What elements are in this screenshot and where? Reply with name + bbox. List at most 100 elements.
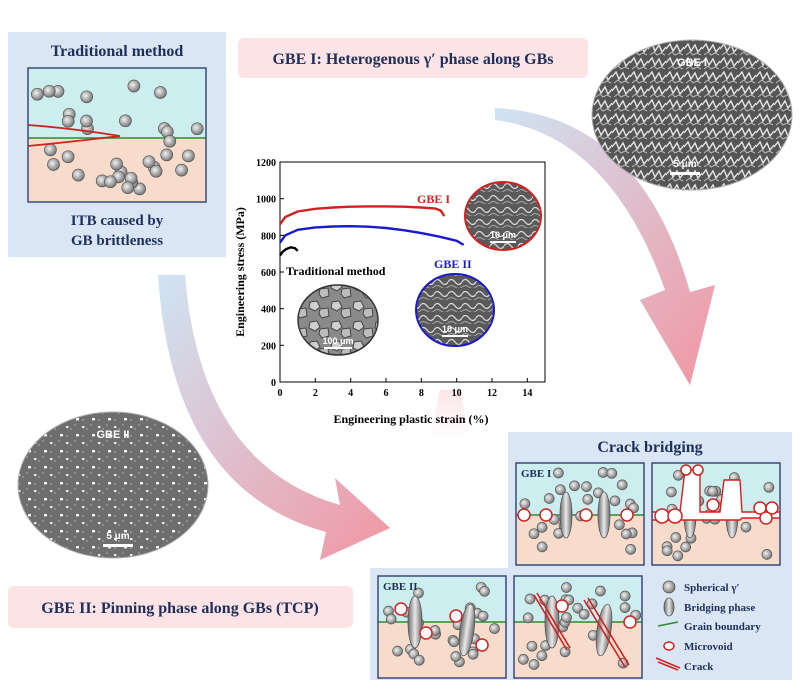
legend-spherical-icon	[662, 580, 676, 594]
microvoid	[623, 615, 637, 629]
legend-microvoid-icon	[663, 641, 675, 651]
spherical-gamma-prime	[467, 648, 479, 660]
y-tick-label: 0	[271, 378, 276, 389]
microvoid	[555, 599, 569, 613]
spherical-gamma-prime	[680, 541, 692, 553]
inset-traditional-scalebar	[324, 347, 352, 349]
spherical-gamma-prime	[163, 134, 177, 148]
spherical-gamma-prime	[625, 544, 637, 555]
sem-image-gbe1: GBE I 5 μm	[591, 39, 793, 191]
spherical-gamma-prime	[127, 79, 141, 93]
legend-bridging-label: Bridging phase	[684, 602, 755, 614]
x-tick-label: 14	[522, 388, 532, 399]
inset-gbe2-scalebar	[442, 335, 468, 337]
spherical-gamma-prime	[561, 612, 572, 623]
y-tick-label: 200	[261, 341, 276, 352]
microvoid	[759, 511, 773, 525]
sem-gbe1-scale: 5 μm	[673, 159, 696, 170]
traditional-method-box: Traditional method ITB caused by GB brit…	[8, 32, 226, 257]
spherical-gamma-prime	[536, 541, 548, 553]
series-label-traditional: Traditional method	[286, 264, 386, 278]
series-label-gbe2: GBE II	[434, 257, 472, 271]
spherical-gamma-prime	[595, 585, 606, 597]
legend-gb-label: Grain boundary	[684, 621, 761, 633]
microvoid	[620, 508, 634, 522]
spherical-gamma-prime	[154, 86, 167, 99]
spherical-gamma-prime	[61, 150, 75, 164]
spherical-gamma-prime	[661, 545, 673, 557]
spherical-gamma-prime	[609, 495, 621, 507]
spherical-gamma-prime	[142, 155, 156, 169]
spherical-gamma-prime	[110, 157, 123, 171]
spherical-gamma-prime	[581, 481, 592, 492]
series-line-0	[279, 205, 446, 226]
spherical-gamma-prime	[578, 608, 590, 620]
flow-arrow-mid-down	[430, 390, 470, 440]
x-tick-label: 10	[452, 388, 462, 399]
legend: Spherical γ′ Bridging phase Grain bounda…	[655, 580, 761, 673]
gbe2-banner-text: GBE II: Pinning phase along GBs (TCP)	[41, 600, 318, 617]
y-axis-label: Engineering stress (MPa)	[233, 207, 247, 337]
panel-gbe2-cracked	[513, 575, 643, 679]
spherical-gamma-prime	[519, 498, 531, 510]
microvoid	[517, 508, 531, 522]
spherical-gamma-prime	[71, 168, 85, 182]
spherical-gamma-prime	[479, 585, 490, 597]
traditional-title: Traditional method	[51, 43, 184, 60]
spherical-gamma-prime	[175, 163, 188, 177]
spherical-gamma-prime	[536, 522, 548, 533]
spherical-gamma-prime	[47, 158, 60, 171]
traditional-caption-1: ITB caused by	[71, 213, 164, 229]
y-tick-label: 1200	[256, 158, 276, 169]
spherical-gamma-prime	[606, 467, 618, 479]
spherical-gamma-prime	[190, 122, 204, 136]
y-tick-label: 400	[261, 305, 276, 316]
panel-gbe2-intact: GBE II	[377, 575, 507, 679]
spherical-gamma-prime	[522, 612, 534, 624]
sem-gbe1-scalebar	[670, 172, 700, 175]
spherical-gamma-prime	[620, 528, 632, 540]
microvoid	[539, 508, 553, 522]
gbe1-banner: GBE I: Heterogenous γ′ phase along GBs	[238, 38, 588, 78]
spherical-gamma-prime	[489, 623, 500, 634]
legend-crack-label: Crack	[684, 661, 714, 673]
microvoid	[680, 464, 692, 476]
series-line-2	[279, 246, 299, 257]
panel-gbe1-intact: GBE I	[515, 462, 645, 566]
spherical-gamma-prime	[80, 90, 94, 104]
microvoid	[706, 498, 720, 512]
sem-gbe1-label: GBE I	[677, 57, 707, 69]
spherical-gamma-prime	[121, 181, 135, 194]
x-tick-label: 2	[313, 388, 318, 399]
series-lines	[279, 205, 465, 257]
spherical-gamma-prime	[763, 481, 775, 493]
x-axis-label: Engineering plastic strain (%)	[334, 412, 489, 426]
microvoid	[692, 464, 704, 476]
spherical-gamma-prime	[44, 143, 57, 157]
gbe2-banner: GBE II: Pinning phase along GBs (TCP)	[8, 586, 353, 628]
spherical-gamma-prime	[528, 528, 540, 540]
y-tick-label: 1000	[256, 195, 276, 206]
spherical-gamma-prime	[616, 479, 628, 491]
legend-crack-icon	[655, 657, 681, 671]
spherical-gamma-prime	[761, 549, 773, 560]
spherical-gamma-prime	[31, 87, 44, 101]
microvoid	[667, 508, 683, 524]
spherical-gamma-prime	[543, 493, 555, 504]
spherical-gamma-prime	[707, 485, 718, 497]
microvoid	[475, 638, 489, 652]
microvoid	[449, 609, 463, 623]
crack-bridging-box: Crack bridging GBE I	[370, 432, 792, 680]
x-tick-label: 6	[384, 388, 389, 399]
spherical-gamma-prime	[61, 114, 75, 128]
x-tick-label: 4	[348, 388, 353, 399]
inset-sem-gbe1: 10 μm	[464, 181, 542, 251]
panel-gbe1-label: GBE I	[521, 468, 551, 480]
bridging-phase	[559, 491, 573, 539]
crack-line	[533, 592, 571, 651]
spherical-gamma-prime	[553, 467, 564, 479]
bridging-phase	[458, 603, 476, 657]
x-tick-label: 8	[419, 388, 424, 399]
spherical-gamma-prime	[670, 532, 682, 543]
